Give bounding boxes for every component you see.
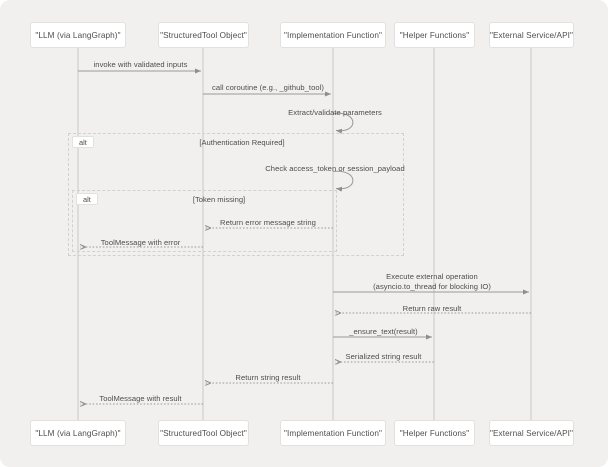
lifelines-group xyxy=(77,48,532,420)
fragment-condition-alt-inner: [Token missing] xyxy=(192,195,246,204)
message-label-m11: Return string result xyxy=(235,373,301,382)
fragment-alt-outer xyxy=(68,133,404,256)
message-label-m4: Check access_token or session_payload xyxy=(265,164,405,173)
participant-label: "Implementation Function" xyxy=(284,30,382,40)
message-label-m6: ToolMessage with error xyxy=(100,238,181,247)
self-message-m3 xyxy=(332,112,354,134)
message-label-m9: _ensure_text(result) xyxy=(349,327,418,336)
participant-ext-bottom[interactable]: "External Service/API" xyxy=(489,420,574,446)
participant-label: "StructuredTool Object" xyxy=(160,30,247,40)
fragment-tag-alt-outer: alt xyxy=(72,136,94,148)
participant-ext-top[interactable]: "External Service/API" xyxy=(489,22,574,48)
fragment-condition-alt-outer: [Authentication Required] xyxy=(199,138,285,147)
message-label-m12: ToolMessage with result xyxy=(99,394,182,403)
participant-label: "StructuredTool Object" xyxy=(160,428,247,438)
participant-help-top[interactable]: "Helper Functions" xyxy=(394,22,475,48)
message-label-m1: invoke with validated inputs xyxy=(93,60,188,69)
participant-label: "LLM (via LangGraph)" xyxy=(35,30,121,40)
participant-llm-top[interactable]: "LLM (via LangGraph)" xyxy=(30,22,126,48)
participant-label: "LLM (via LangGraph)" xyxy=(35,428,121,438)
participant-impl-bottom[interactable]: "Implementation Function" xyxy=(280,420,386,446)
participant-label: "Helper Functions" xyxy=(399,428,470,438)
participant-llm-bottom[interactable]: "LLM (via LangGraph)" xyxy=(30,420,126,446)
participant-label: "Implementation Function" xyxy=(284,428,382,438)
message-label-m2: call coroutine (e.g., _github_tool) xyxy=(212,83,324,92)
participant-label: "Helper Functions" xyxy=(399,30,470,40)
participant-tool-top[interactable]: "StructuredTool Object" xyxy=(158,22,249,48)
participant-help-bottom[interactable]: "Helper Functions" xyxy=(394,420,475,446)
participant-impl-top[interactable]: "Implementation Function" xyxy=(280,22,386,48)
participant-label: "External Service/API" xyxy=(489,30,574,40)
participant-tool-bottom[interactable]: "StructuredTool Object" xyxy=(158,420,249,446)
arrows-group xyxy=(78,68,531,404)
participant-label: "External Service/API" xyxy=(489,428,574,438)
fragment-alt-inner xyxy=(72,190,337,252)
self-message-m4 xyxy=(332,170,354,192)
message-label-m5: Return error message string xyxy=(220,218,316,227)
message-label-m10: Serialized string result xyxy=(345,352,422,361)
message-label-m7: Execute external operation(asyncio.to_th… xyxy=(373,272,491,291)
message-label-m8: Return raw result xyxy=(402,304,462,313)
message-label-m3: Extract/validate parameters xyxy=(288,108,382,117)
fragment-tag-alt-inner: alt xyxy=(76,193,98,205)
